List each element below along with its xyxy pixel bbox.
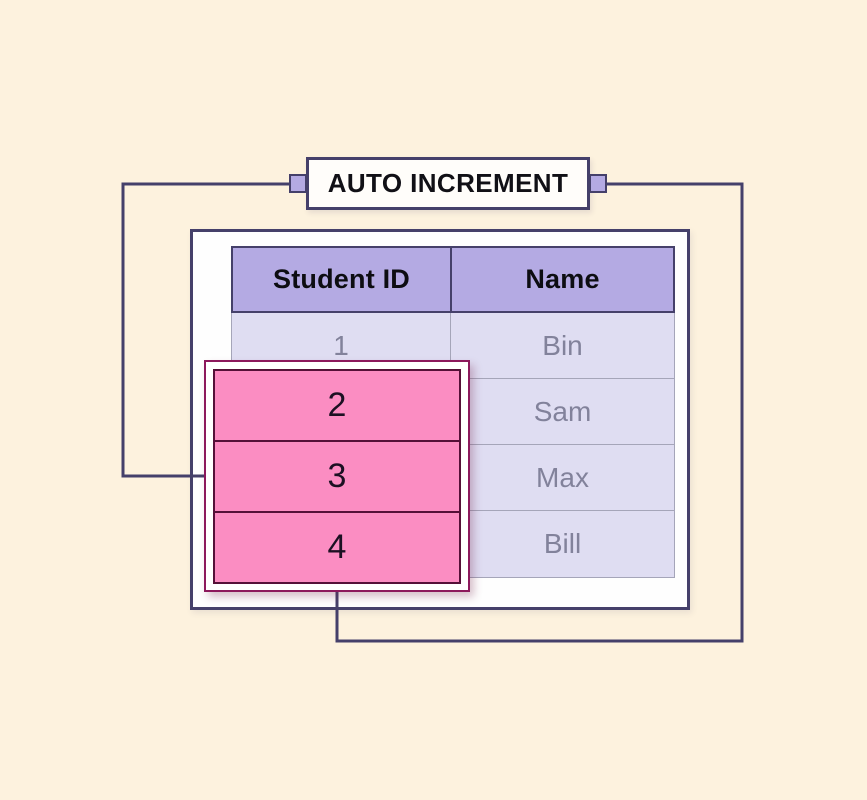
highlight-cell-4: 4 [215, 513, 459, 582]
highlight-box: 2 3 4 [204, 360, 470, 592]
highlight-box-inner: 2 3 4 [213, 369, 461, 584]
auto-increment-label: AUTO INCREMENT [327, 168, 569, 198]
column-header-student-id: Student ID [233, 248, 452, 311]
right-connector-square [589, 174, 607, 193]
column-header-name: Name [525, 264, 600, 294]
cell-name: Max [536, 461, 589, 493]
cell-name: Bill [543, 528, 582, 559]
left-connector-square [289, 174, 307, 193]
highlight-cell-2: 2 [215, 371, 459, 442]
highlight-cell-3: 3 [215, 442, 459, 513]
cell-name: Bin [542, 329, 583, 361]
cell-name: Sam [533, 395, 592, 427]
auto-increment-label-box: AUTO INCREMENT [306, 157, 590, 210]
table-header-row: Student ID Name [231, 246, 675, 313]
